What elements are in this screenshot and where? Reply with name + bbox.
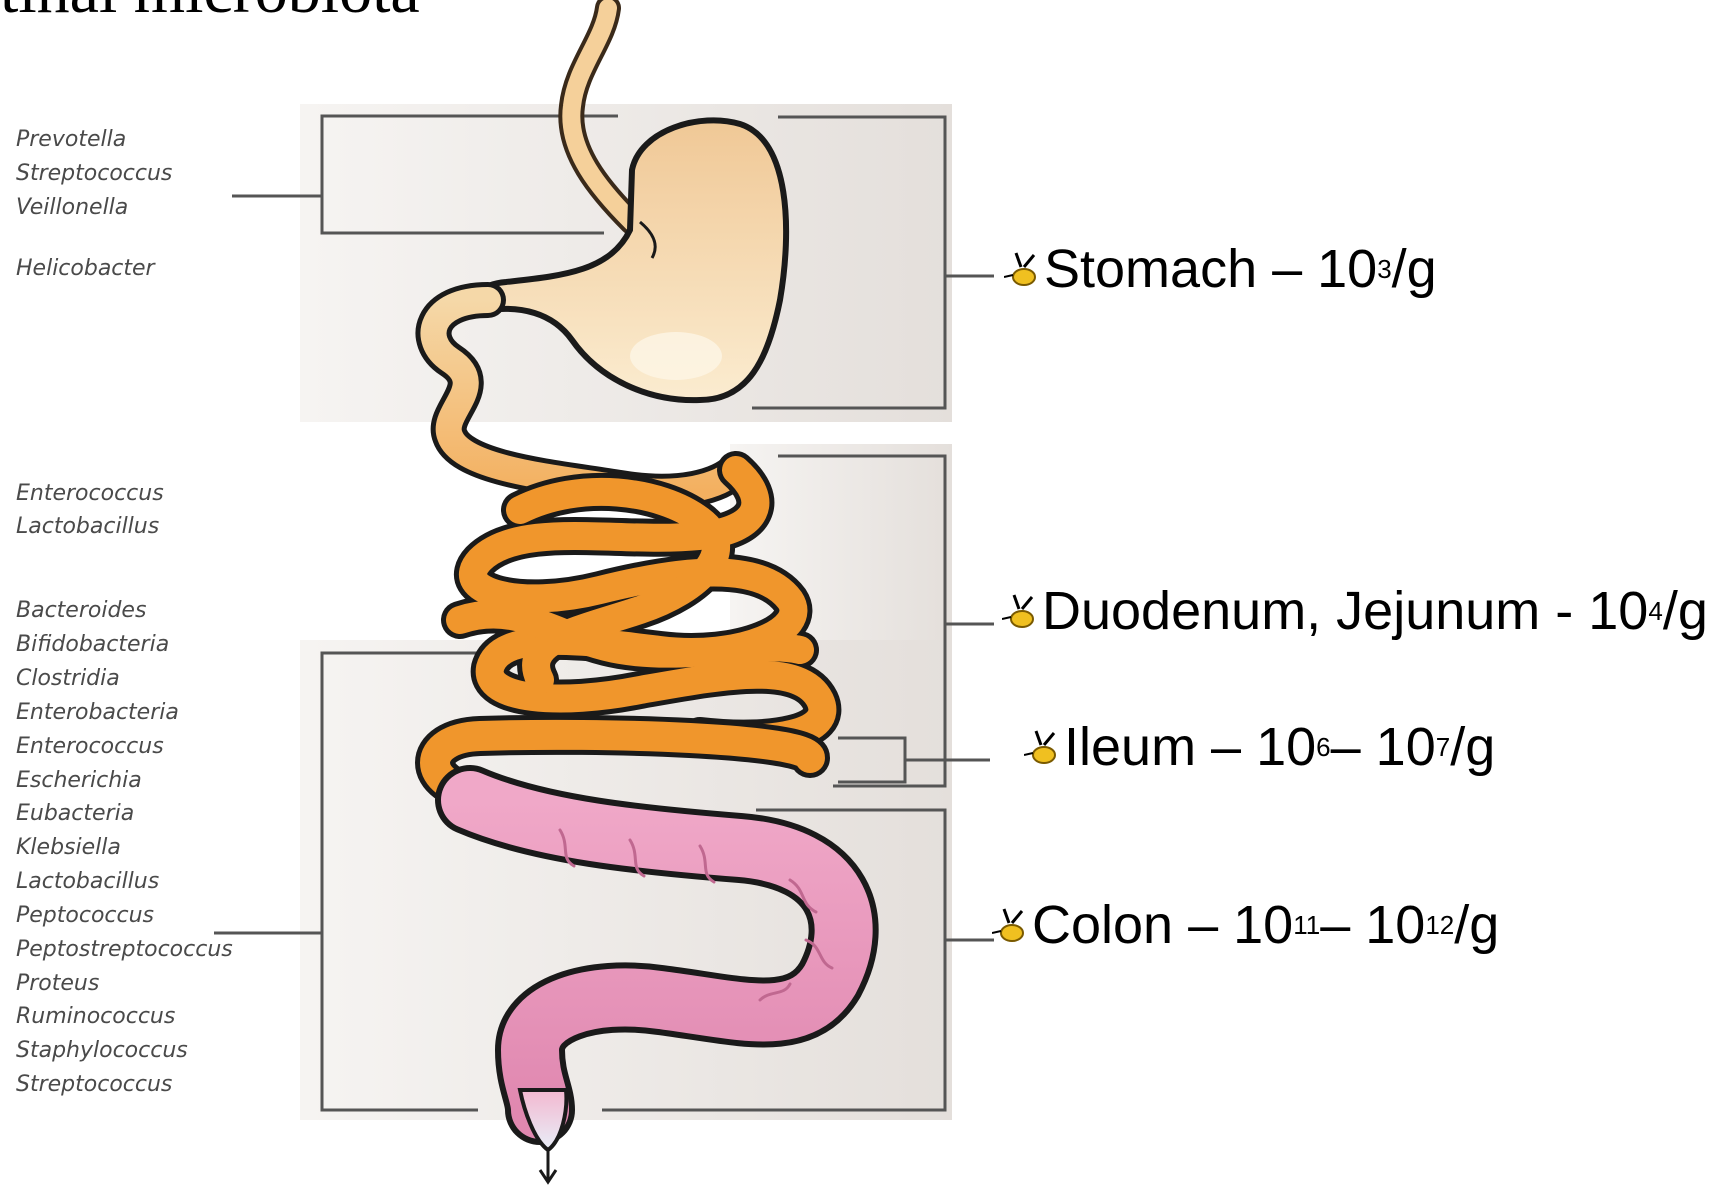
region-label-text: Ileum – 10 [1064,720,1316,774]
bee-bullet-icon [1002,591,1040,631]
bee-bullet-icon [1004,249,1042,289]
region-label-mid: – 10 [1331,720,1436,774]
region-label-text: Stomach – 10 [1044,242,1377,296]
bee-bullet-icon [1024,727,1062,767]
region-unit: /g [1454,898,1499,952]
region-unit: /g [1663,584,1708,638]
bee-bullet-icon [992,905,1030,945]
region-label-text: Duodenum, Jejunum - 10 [1042,584,1648,638]
region-label-mid: – 10 [1320,898,1425,952]
region-label-text: Colon – 10 [1032,898,1293,952]
region-unit: /g [1450,720,1495,774]
small-intestine [435,470,822,794]
down-arrow-icon [540,1148,556,1182]
region-unit: /g [1392,242,1437,296]
stomach-highlight [630,332,722,380]
